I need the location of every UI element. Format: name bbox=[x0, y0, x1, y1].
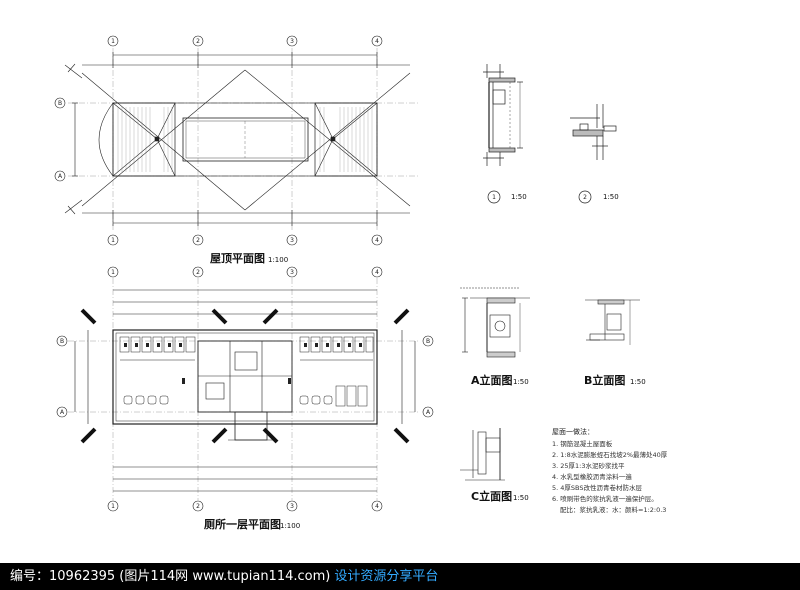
notes-line-5: 5. 4厚SBS改性沥青卷材防水层 bbox=[552, 483, 643, 492]
elevation-a-title: A立面图 bbox=[471, 373, 513, 387]
notes-line-6: 6. 喷刷带色的浆抗乳液一遍保护层。 bbox=[552, 494, 658, 503]
floor-axis-b-right: B bbox=[426, 338, 430, 345]
detail-2-marker: 2 bbox=[583, 194, 587, 201]
elevation-b bbox=[585, 299, 640, 345]
notes-line-4: 4. 水乳型橡胶沥青涂料一遍 bbox=[552, 472, 632, 481]
elevation-b-scale: 1:50 bbox=[630, 378, 646, 386]
floor-axis-3-top: 3 bbox=[290, 269, 294, 276]
roof-axis-3-bottom: 3 bbox=[290, 237, 294, 244]
roof-axis-3-top: 3 bbox=[290, 38, 294, 45]
elevation-c bbox=[460, 428, 505, 481]
roof-axis-bubbles: 1 2 3 4 1 2 3 4 B A bbox=[54, 35, 383, 246]
floor-axis-b-left: B bbox=[60, 338, 64, 345]
detail-1 bbox=[483, 64, 523, 166]
floor-axis-2-top: 2 bbox=[196, 269, 200, 276]
floor-axis-1-top: 1 bbox=[111, 269, 115, 276]
roof-axis-2-bottom: 2 bbox=[196, 237, 200, 244]
floor-axis-4-top: 4 bbox=[375, 269, 379, 276]
floor-axis-bubbles: 1 2 3 4 1 2 3 4 B A B A bbox=[56, 266, 434, 512]
roof-axis-1-top: 1 bbox=[111, 38, 115, 45]
roof-axis-a: A bbox=[58, 173, 63, 180]
elevation-c-scale: 1:50 bbox=[513, 494, 529, 502]
drawing-sheet: 1 2 3 4 1 2 3 4 B A 屋顶平面图 1:100 bbox=[54, 35, 668, 531]
roof-axis-2-top: 2 bbox=[196, 38, 200, 45]
detail-1-scale: 1:50 bbox=[511, 193, 527, 201]
elevation-a bbox=[460, 287, 530, 358]
roof-axis-1-bottom: 1 bbox=[111, 237, 115, 244]
floor-axis-a-right: A bbox=[426, 409, 431, 416]
elevation-c-title: C立面图 bbox=[471, 489, 512, 503]
notes-line-1: 1. 钢筋混凝土屋面板 bbox=[552, 439, 613, 448]
floor-plan-title: 厕所一层平面图 bbox=[204, 517, 281, 531]
footer-link[interactable]: 设计资源分享平台 bbox=[334, 569, 439, 584]
elevation-b-title: B立面图 bbox=[584, 373, 625, 387]
roof-plan-scale: 1:100 bbox=[268, 256, 288, 264]
roof-plan-title: 屋顶平面图 bbox=[210, 252, 265, 265]
footer-id-text: 编号：10962395 (图片114网 www.tupian114.com) bbox=[10, 569, 331, 584]
detail-1-marker: 1 bbox=[492, 194, 496, 201]
roof-notes: 屋面一做法： 1. 钢筋混凝土屋面板 2. 1:8水泥膨胀蛭石找坡2%最薄处40… bbox=[552, 427, 668, 514]
detail-2 bbox=[570, 104, 617, 160]
floor-axis-3-bottom: 3 bbox=[290, 503, 294, 510]
elevation-a-scale: 1:50 bbox=[513, 378, 529, 386]
detail-2-scale: 1:50 bbox=[603, 193, 619, 201]
roof-axis-b: B bbox=[58, 100, 62, 107]
floor-plan-scale: 1:100 bbox=[280, 522, 300, 530]
watermark-footer: 编号：10962395 (图片114网 www.tupian114.com)设计… bbox=[0, 563, 800, 590]
roof-axis-4-bottom: 4 bbox=[375, 237, 379, 244]
notes-line-2: 2. 1:8水泥膨胀蛭石找坡2%最薄处40厚 bbox=[552, 450, 668, 459]
notes-line-3: 3. 25厚1:3水泥砂浆找平 bbox=[552, 461, 625, 470]
floor-axis-4-bottom: 4 bbox=[375, 503, 379, 510]
floor-axis-a-left: A bbox=[60, 409, 65, 416]
floor-plan bbox=[68, 278, 420, 500]
floor-axis-2-bottom: 2 bbox=[196, 503, 200, 510]
roof-axis-4-top: 4 bbox=[375, 38, 379, 45]
floor-axis-1-bottom: 1 bbox=[111, 503, 115, 510]
roof-plan bbox=[64, 48, 420, 232]
notes-line-7: 配比：浆抗乳液：水：颜料=1:2:0.3 bbox=[560, 505, 666, 514]
notes-heading: 屋面一做法： bbox=[552, 427, 594, 436]
